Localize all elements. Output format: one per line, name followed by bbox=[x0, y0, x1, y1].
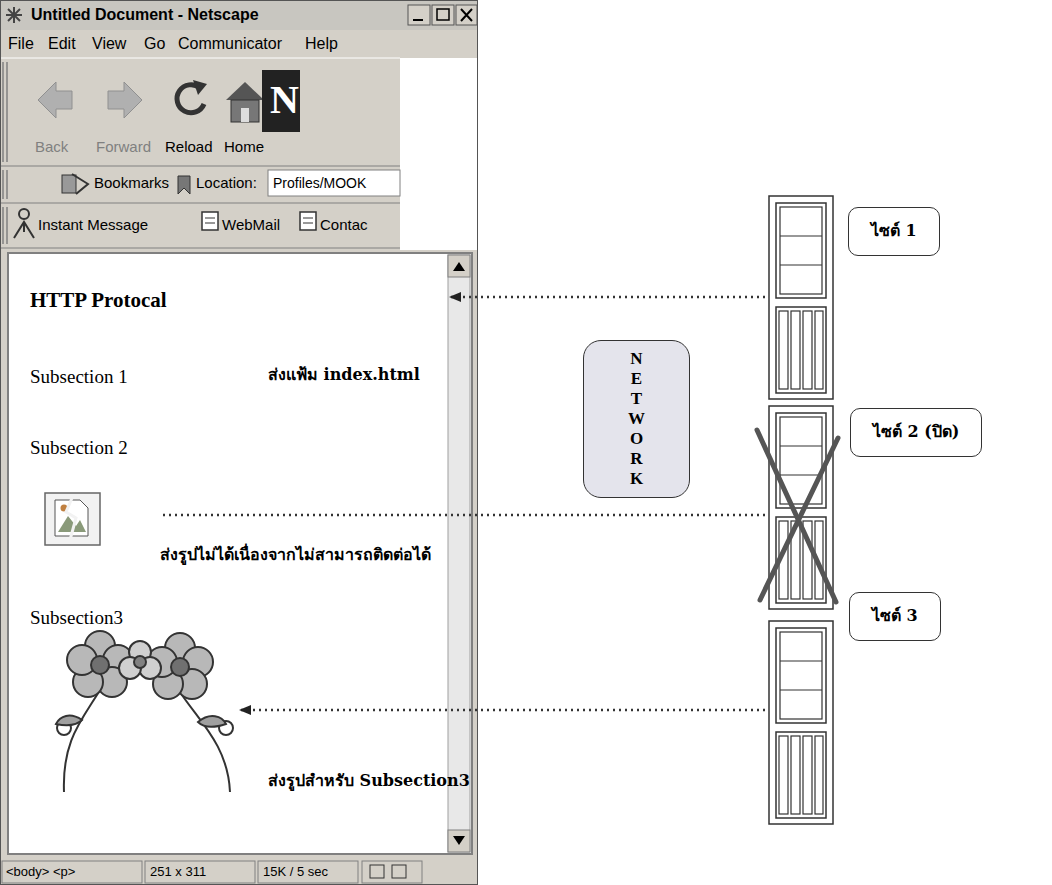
status-text: 15K / 5 sec bbox=[263, 864, 328, 879]
toolbar-label: Location: bbox=[196, 174, 257, 191]
toolbar-button-label: Forward bbox=[96, 138, 151, 155]
flower-picture bbox=[56, 631, 233, 792]
page-heading: HTTP Protocal bbox=[30, 288, 167, 313]
node-text: ไซต์ 2 (ปิด) bbox=[873, 422, 959, 443]
status-text: 251 x 311 bbox=[150, 864, 206, 879]
menu-item: Go bbox=[144, 35, 165, 53]
site-box: ไซต์ 3 bbox=[849, 592, 941, 641]
location-field: Profiles/MOOK bbox=[273, 175, 366, 191]
toolbar-label: Instant Message bbox=[38, 216, 148, 233]
node-text: ไซต์ 1 bbox=[871, 221, 917, 242]
annotation: ส่งรูปสำหรับ Subsection3 bbox=[268, 768, 470, 793]
site-box: ไซต์ 1 bbox=[848, 207, 940, 256]
site-box: ไซต์ 2 (ปิด) bbox=[850, 408, 982, 457]
annotation: ส่งรูปไม่ได้เนื่องจากไม่สามารถติดต่อได้ bbox=[160, 542, 431, 567]
status-text: <body> <p> bbox=[6, 864, 75, 879]
netscape-logo: N bbox=[270, 80, 299, 120]
toolbar-label: WebMail bbox=[222, 216, 280, 233]
toolbar-button-label: Reload bbox=[165, 138, 213, 155]
page-text: Subsection3 bbox=[30, 607, 123, 629]
toolbar-label: Contac bbox=[320, 216, 368, 233]
closed-cross bbox=[757, 430, 838, 602]
dotted-request-line bbox=[160, 297, 765, 710]
toolbar-label: Bookmarks bbox=[94, 174, 169, 191]
browser-chrome bbox=[0, 0, 478, 885]
menu-item: View bbox=[92, 35, 126, 53]
node-text: Untitled Document - Netscape bbox=[1, 1, 477, 24]
menu-item: Help bbox=[305, 35, 338, 53]
node-text: NETWORK bbox=[628, 349, 645, 489]
broken-image-icon bbox=[45, 493, 100, 545]
node-text: ไซต์ 3 bbox=[872, 606, 918, 627]
annotation: ส่งแฟ้ม index.html bbox=[268, 362, 420, 387]
page-text: Subsection 2 bbox=[30, 437, 128, 459]
toolbar-button-label: Home bbox=[224, 138, 264, 155]
menu-item: File bbox=[8, 35, 34, 53]
network-box: NETWORK bbox=[583, 340, 690, 498]
toolbar-button-label: Back bbox=[35, 138, 68, 155]
menu-item: Edit bbox=[48, 35, 76, 53]
menu-item: Communicator bbox=[178, 35, 282, 53]
page-text: Subsection 1 bbox=[30, 366, 128, 388]
